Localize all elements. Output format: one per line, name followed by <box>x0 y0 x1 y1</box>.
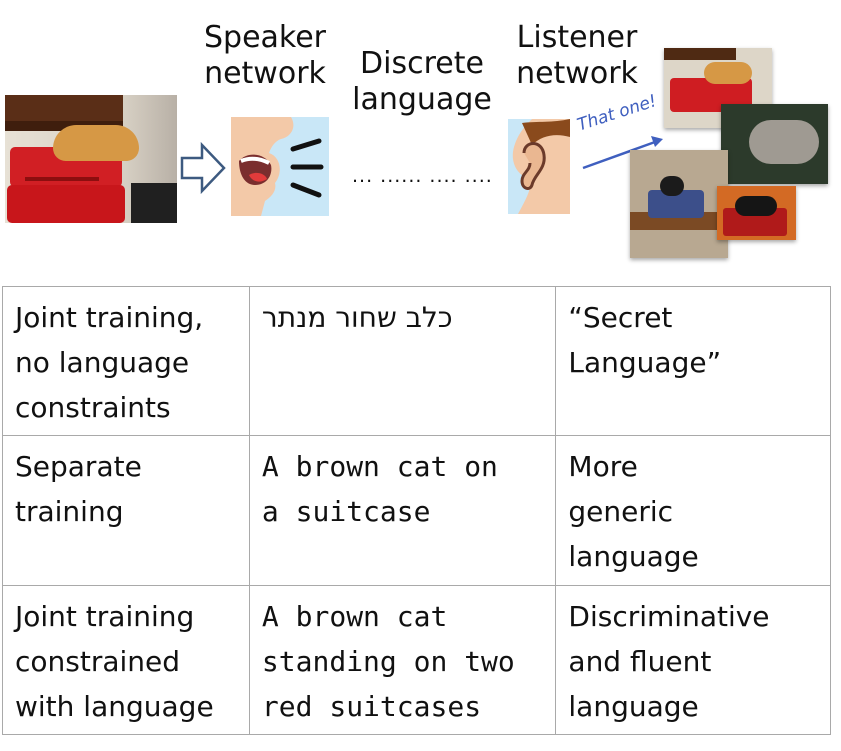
cell-line: Separate <box>15 450 142 484</box>
cell-line: a suitcase <box>261 495 431 529</box>
candidate-image-1 <box>664 48 772 128</box>
discrete-label-line-2: language <box>352 82 492 117</box>
callout-arrow <box>582 136 663 170</box>
discrete-symbols-ellipsis: ... ...... .... .... <box>352 165 493 187</box>
listener-label-line-1: Listener <box>516 20 638 55</box>
comparison-table: Joint training, no language constraints … <box>2 285 831 736</box>
cell-line: Language” <box>568 346 722 379</box>
cell-line: “Secret <box>568 301 673 334</box>
cell-line: Joint training <box>15 599 195 633</box>
speaker-network-label: Speaker network <box>196 20 334 92</box>
cell-line: A brown cat <box>261 599 448 633</box>
input-arrow-icon <box>180 142 226 194</box>
example-cell: כלב שחור מנתר <box>248 285 557 437</box>
listener-network-label: Listener network <box>508 20 646 92</box>
cell-line: and fluent <box>568 644 712 678</box>
callout-text: That one! <box>574 91 660 136</box>
listener-ear-icon <box>508 119 570 214</box>
cell-line: with language <box>15 689 214 723</box>
listener-label-line-2: network <box>516 56 638 91</box>
discrete-label-line-1: Discrete <box>360 46 484 81</box>
condition-cell: Joint training, no language constraints <box>2 285 250 437</box>
cell-line: standing on two <box>261 644 515 678</box>
cell-line: no language <box>15 346 190 379</box>
speaker-label-line-2: network <box>204 56 326 91</box>
result-cell: Discriminative and fluent language <box>555 584 831 736</box>
condition-cell: Joint training constrained with language <box>2 584 250 736</box>
speaker-mouth-icon <box>231 117 329 216</box>
result-cell: More generic language <box>555 435 831 586</box>
cell-line: generic <box>568 495 674 529</box>
input-image-cat-on-suitcases <box>5 95 177 223</box>
candidate-image-2 <box>721 104 828 184</box>
example-cell: A brown cat standing on two red suitcase… <box>248 584 557 736</box>
cell-line: training <box>15 495 124 529</box>
cell-line: A brown cat on <box>261 450 498 484</box>
cell-line: constraints <box>15 391 171 424</box>
condition-cell: Separate training <box>2 435 250 586</box>
candidate-image-3 <box>630 150 728 258</box>
cell-line: Joint training, <box>15 301 204 334</box>
candidate-image-4 <box>717 186 796 240</box>
cell-line: red suitcases <box>261 689 482 723</box>
table-row: Separate training A brown cat on a suitc… <box>2 435 831 586</box>
table-row: Joint training constrained with language… <box>2 584 831 736</box>
cell-line: constrained <box>15 644 181 678</box>
result-cell: “Secret Language” <box>555 285 831 437</box>
cell-line: language <box>568 689 699 723</box>
discrete-language-label: Discrete language <box>348 46 496 118</box>
cell-line: Discriminative <box>568 599 770 633</box>
cell-line: language <box>568 540 699 574</box>
table-row: Joint training, no language constraints … <box>2 285 831 437</box>
cell-line: More <box>568 450 638 484</box>
example-cell: A brown cat on a suitcase <box>248 435 557 586</box>
speaker-label-line-1: Speaker <box>203 20 327 55</box>
cell-line: כלב שחור מנתר <box>261 301 453 334</box>
